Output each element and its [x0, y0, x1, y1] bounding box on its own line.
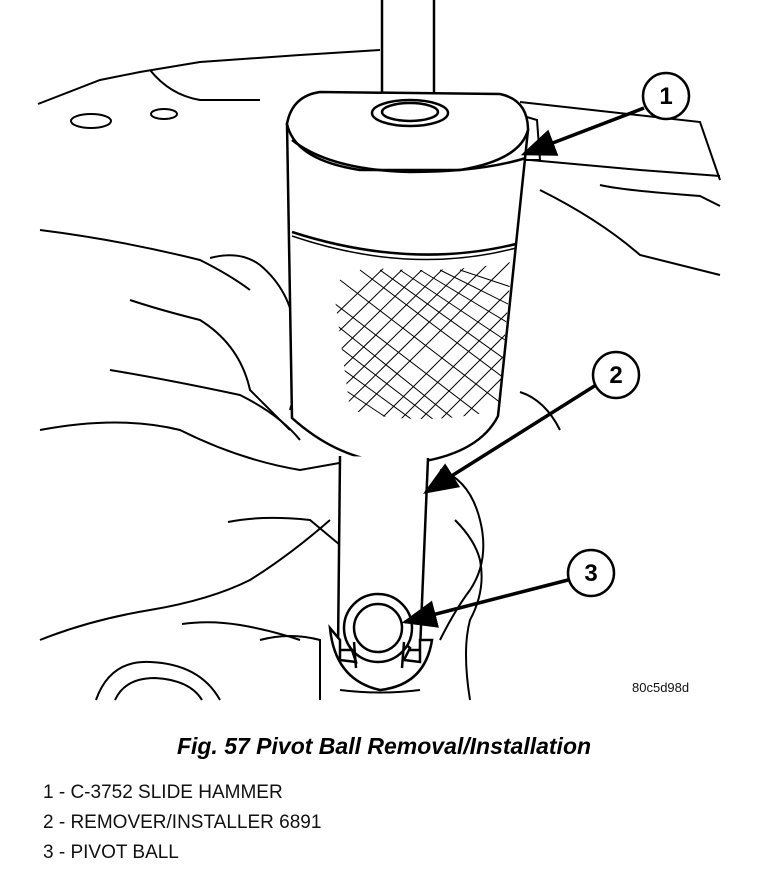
callout-1-number: 1	[659, 83, 672, 110]
pivot-ball-illustration: 1 2 3	[37, 0, 721, 701]
legend-list: 1 - C-3752 SLIDE HAMMER 2 - REMOVER/INST…	[43, 778, 321, 868]
leader-arrow-3	[401, 578, 569, 628]
leader-arrow-2	[423, 383, 597, 494]
callout-1: 1	[641, 71, 691, 121]
pivot-ball	[328, 592, 434, 692]
legend-item: 2 - REMOVER/INSTALLER 6891	[43, 812, 322, 833]
callout-3-number: 3	[584, 560, 597, 587]
legend-item: 3 - PIVOT BALL	[43, 842, 179, 863]
housing-outline	[37, 49, 721, 701]
callout-3: 3	[566, 548, 616, 598]
callout-2-number: 2	[609, 362, 622, 389]
knurl-crosshatch	[330, 262, 512, 419]
figure-caption: Fig. 57 Pivot Ball Removal/Installation	[176, 733, 592, 759]
slide-hammer-body	[285, 90, 530, 465]
image-code: 80c5d98d	[632, 680, 690, 695]
leader-arrows	[401, 106, 645, 628]
legend-item: 1 - C-3752 SLIDE HAMMER	[43, 782, 283, 803]
callout-2: 2	[591, 350, 641, 400]
leader-arrow-1	[520, 106, 645, 156]
